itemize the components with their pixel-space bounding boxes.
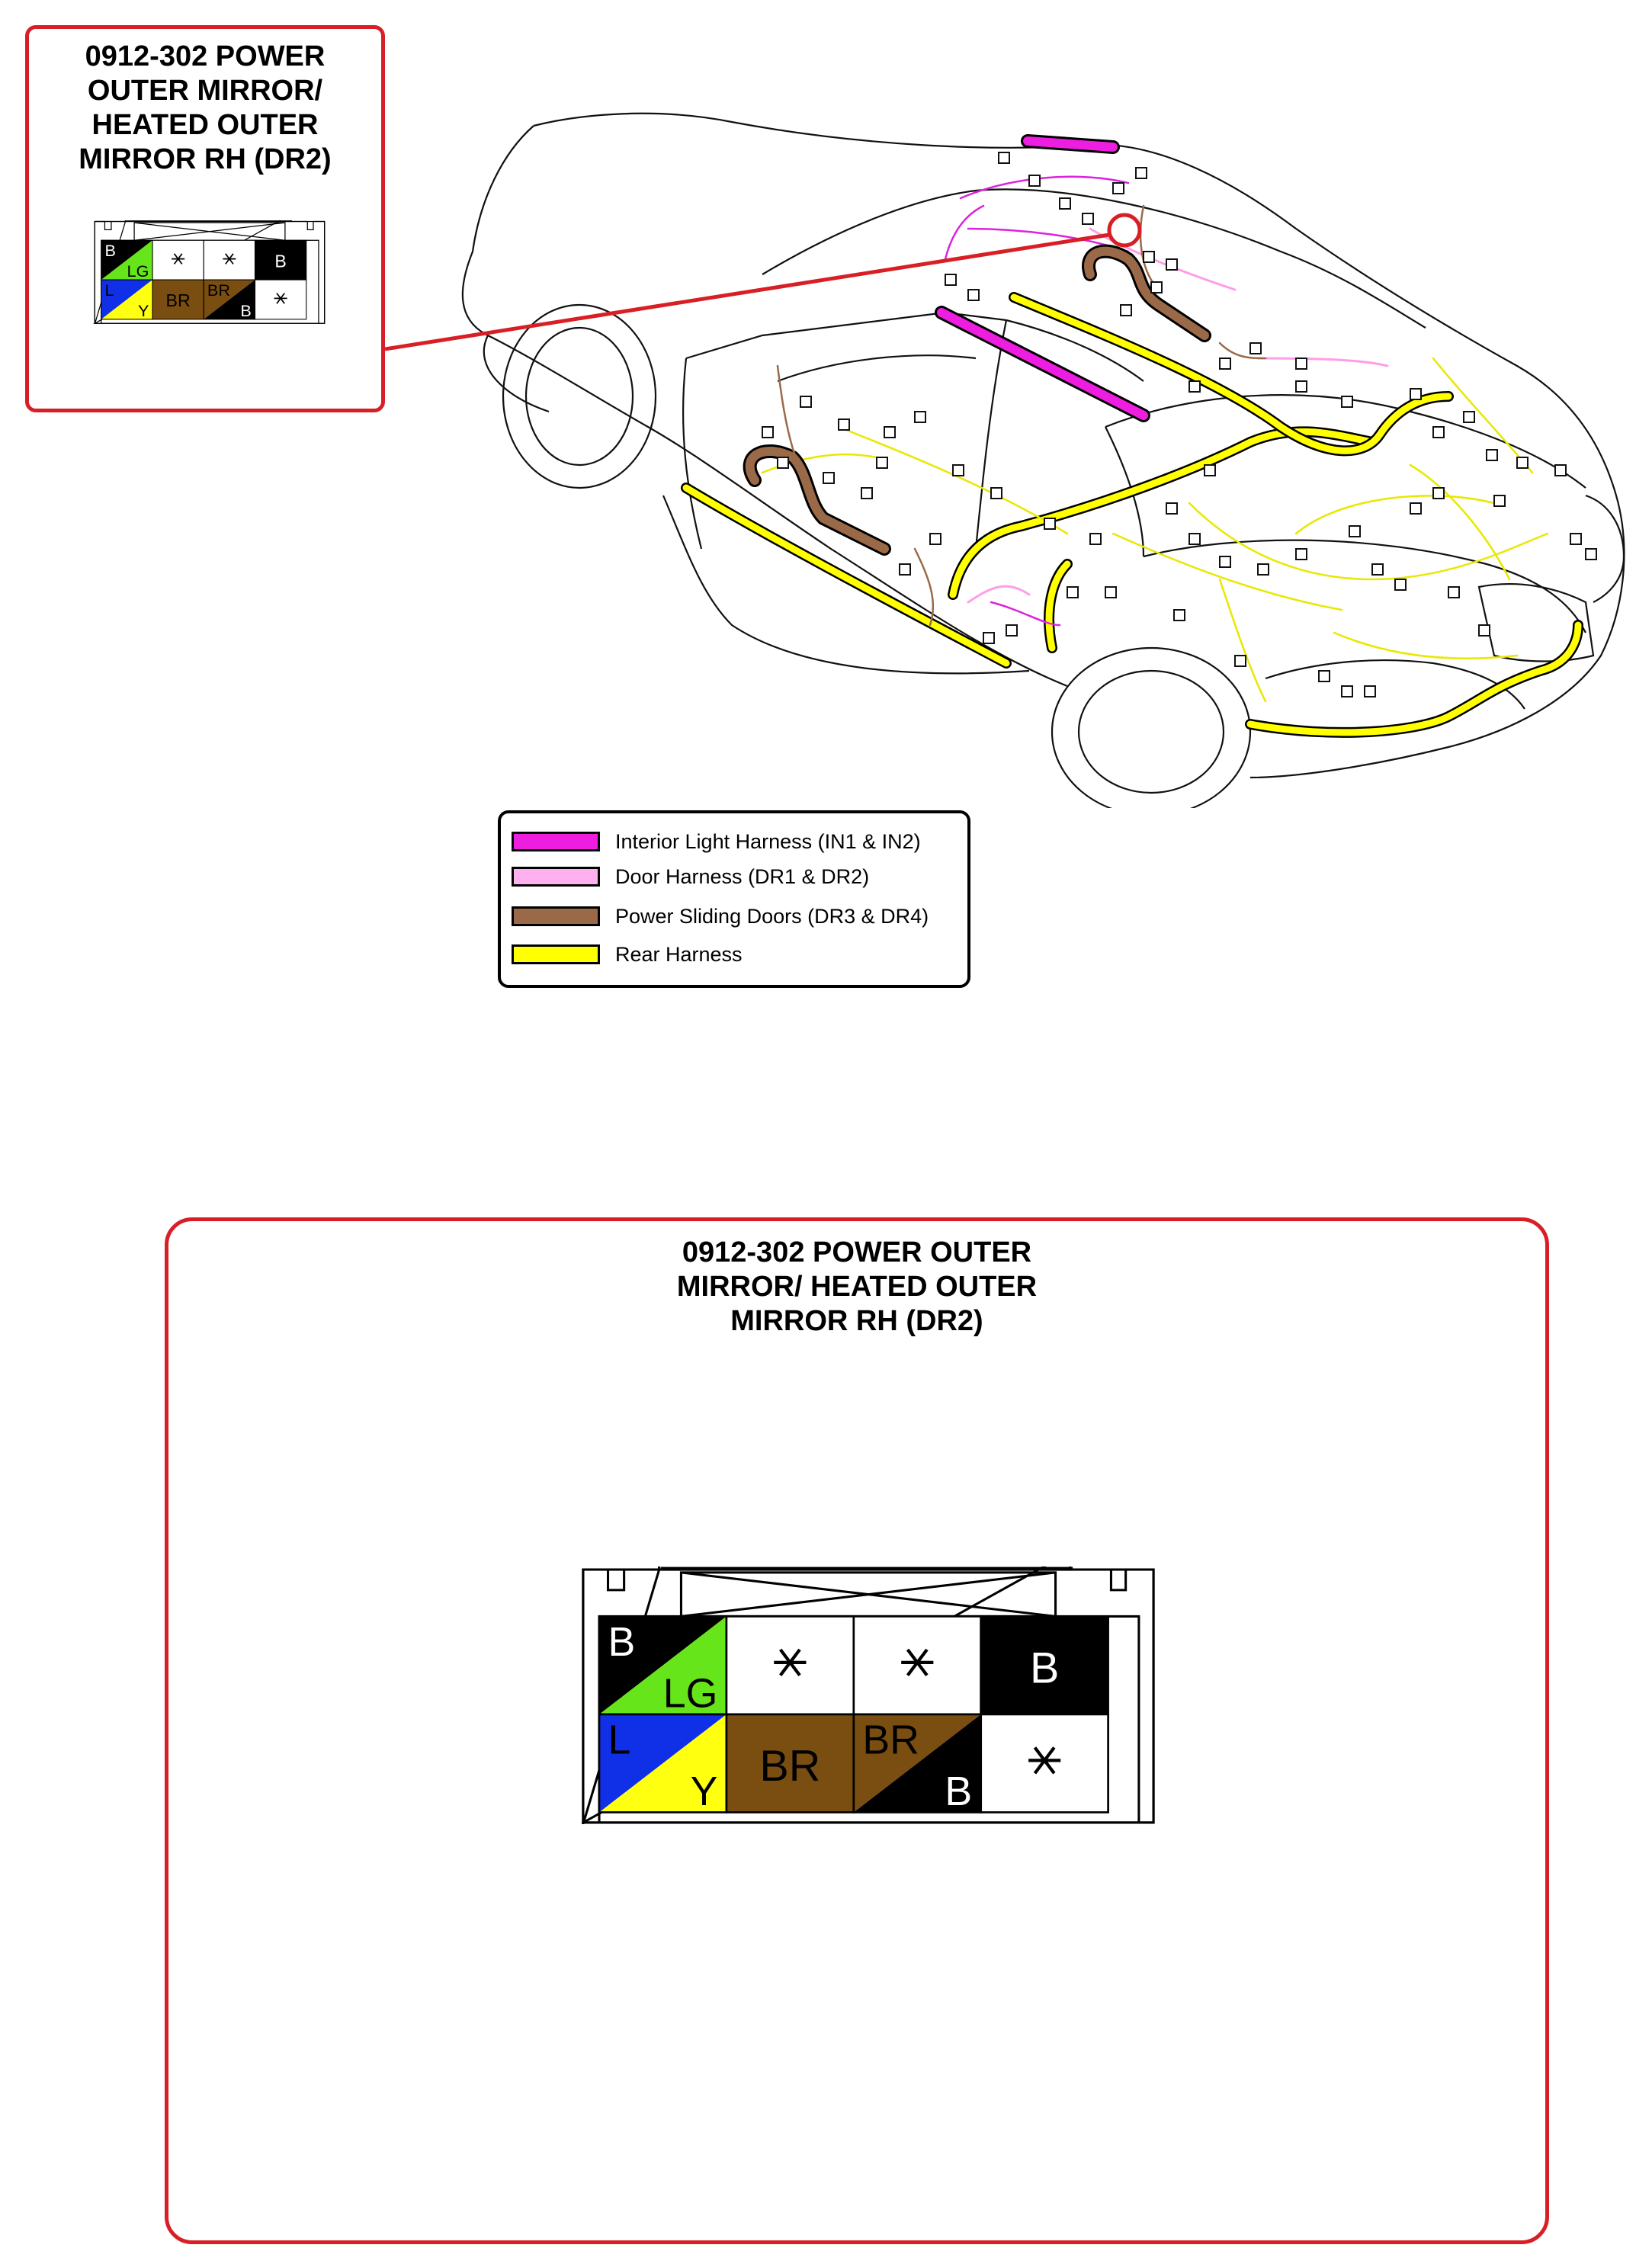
unused-pin-icon — [1028, 1746, 1061, 1775]
vehicle-wiring-illustration — [384, 112, 1625, 808]
wire-color-label: BR — [166, 290, 191, 310]
connector-pin-8 — [254, 279, 307, 320]
connector-pin-6: BR — [725, 1713, 855, 1813]
wire-color-label: Y — [138, 301, 149, 320]
connector-pin-3 — [203, 239, 256, 281]
wire-color-label: L — [104, 281, 114, 300]
legend-label: Power Sliding Doors (DR3 & DR4) — [615, 905, 929, 928]
legend-swatch — [512, 944, 600, 964]
callout-title-line-1: 0912-302 POWER — [85, 40, 326, 72]
connector-pin-8 — [980, 1713, 1109, 1813]
legend-swatch — [512, 867, 600, 887]
power-sliding-door-harness-lines — [743, 204, 1267, 627]
callout-title-line-2: OUTER MIRROR/ — [87, 75, 323, 107]
connector-detail-panel: 0912-302 POWER OUTER MIRROR/ HEATED OUTE… — [165, 1217, 1549, 2244]
wire-color-label: LG — [663, 1670, 718, 1716]
connector-pin-7: BR B — [203, 279, 256, 320]
legend-swatch — [512, 906, 600, 926]
connector-location-marker — [1107, 213, 1142, 248]
wire-color-label: L — [608, 1717, 631, 1763]
wire-color-label: LG — [127, 261, 149, 281]
panel-title-line-2: MIRROR/ HEATED OUTER — [676, 1271, 1038, 1303]
connector-pin-4: B — [980, 1615, 1109, 1716]
unused-pin-icon — [774, 1648, 807, 1676]
wire-color-label: B — [1030, 1644, 1059, 1693]
unused-pin-icon — [901, 1648, 934, 1676]
legend-label: Door Harness (DR1 & DR2) — [615, 865, 870, 888]
wire-color-label: B — [945, 1769, 972, 1814]
connector-blocks — [762, 152, 1597, 697]
legend-label: Interior Light Harness (IN1 & IN2) — [615, 830, 921, 853]
connector-pin-2 — [152, 239, 204, 281]
wire-color-label: BR — [862, 1717, 919, 1763]
connector-pin-3 — [852, 1615, 983, 1716]
connector-pin-1: B LG — [101, 239, 153, 281]
connector-pin-4: B — [254, 239, 307, 281]
harness-routing — [681, 134, 1583, 738]
legend-swatch — [512, 832, 600, 851]
connector-pin-7: BR B — [852, 1713, 983, 1814]
car-body-outline — [461, 112, 1625, 808]
connector-pin-1: B LG — [598, 1615, 728, 1716]
connector-pin-5: LY — [101, 279, 153, 320]
door-harness-lines — [967, 227, 1389, 604]
panel-title-line-1: 0912-302 POWER OUTER — [682, 1236, 1032, 1268]
callout-leader-line — [384, 232, 1110, 351]
connector-callout: 0912-302 POWER OUTER MIRROR/ HEATED OUTE… — [25, 25, 385, 412]
unused-pin-icon — [274, 293, 287, 304]
connector-pin-2 — [725, 1615, 855, 1716]
wire-color-label: B — [240, 301, 251, 320]
harness-legend: Interior Light Harness (IN1 & IN2) Door … — [498, 810, 970, 988]
rear-harness-lines — [681, 292, 1583, 738]
wire-color-label: BR — [759, 1742, 820, 1791]
wire-color-label: B — [104, 241, 115, 260]
wire-color-label: BR — [207, 281, 230, 300]
panel-title-line-3: MIRROR RH (DR2) — [730, 1305, 983, 1337]
connector-pin-5: LY — [598, 1713, 728, 1814]
unused-pin-icon — [172, 253, 185, 265]
callout-title-line-3: HEATED OUTER — [91, 109, 319, 141]
connector-pin-6: BR — [152, 279, 204, 320]
wire-color-label: Y — [691, 1769, 718, 1814]
wire-color-label: B — [274, 251, 286, 271]
wire-color-label: B — [608, 1619, 636, 1665]
callout-title-line-4: MIRROR RH (DR2) — [79, 143, 332, 175]
legend-label: Rear Harness — [615, 943, 743, 966]
unused-pin-icon — [223, 253, 236, 265]
